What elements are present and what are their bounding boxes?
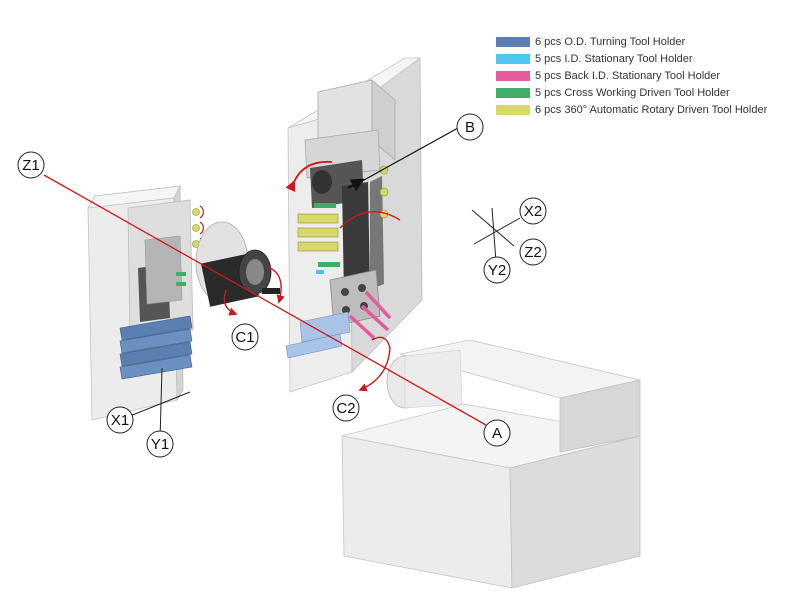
svg-text:Y1: Y1 [151, 436, 169, 453]
label-a: A [483, 419, 511, 447]
legend-swatch [496, 104, 530, 115]
svg-text:Z2: Z2 [524, 244, 542, 261]
id-stationary-holders [285, 270, 351, 359]
label-x1: X1 [106, 406, 134, 434]
rotation-arrows [223, 265, 391, 392]
legend-swatch [496, 36, 530, 47]
legend-item-od-turning: 6 pcs O.D. Turning Tool Holder [496, 33, 796, 50]
legend-swatch [496, 53, 530, 64]
label-b: B [456, 113, 484, 141]
label-c2: C2 [332, 394, 360, 422]
svg-text:X1: X1 [111, 412, 129, 429]
legend-item-rotary-driven: 6 pcs 360° Automatic Rotary Driven Tool … [496, 101, 796, 118]
x2-z2-y2-axes [471, 207, 521, 263]
legend-label: 6 pcs 360° Automatic Rotary Driven Tool … [535, 103, 768, 116]
legend-label: 6 pcs O.D. Turning Tool Holder [535, 35, 686, 48]
svg-text:C2: C2 [336, 400, 355, 417]
label-y2: Y2 [483, 256, 511, 284]
legend-label: 5 pcs Cross Working Driven Tool Holder [535, 86, 730, 99]
label-x2: X2 [519, 197, 547, 225]
legend-swatch [496, 87, 530, 98]
svg-text:Z1: Z1 [22, 157, 40, 174]
legend-label: 5 pcs Back I.D. Stationary Tool Holder [535, 69, 721, 82]
svg-text:X2: X2 [524, 203, 542, 220]
svg-text:C1: C1 [235, 329, 254, 346]
cross-working-holders [314, 203, 340, 267]
svg-text:Y2: Y2 [488, 262, 506, 279]
label-c1: C1 [231, 323, 259, 351]
legend-label: 5 pcs I.D. Stationary Tool Holder [535, 52, 693, 65]
legend: 6 pcs O.D. Turning Tool Holder 5 pcs I.D… [496, 33, 796, 118]
legend-item-back-id-stationary: 5 pcs Back I.D. Stationary Tool Holder [496, 67, 796, 84]
legend-swatch [496, 70, 530, 81]
main-spindle-unit [87, 185, 280, 441]
svg-text:B: B [465, 119, 475, 136]
sub-spindle-unit [341, 339, 641, 589]
turret-column [285, 57, 459, 393]
back-id-holders [348, 290, 392, 340]
od-turning-holders [119, 315, 193, 380]
label-y1: Y1 [146, 430, 174, 458]
svg-text:A: A [492, 425, 502, 442]
legend-item-cross-working: 5 pcs Cross Working Driven Tool Holder [496, 84, 796, 101]
z1-axis-line [43, 174, 487, 426]
label-z2: Z2 [519, 238, 547, 266]
main-spindle [195, 221, 280, 307]
label-z1: Z1 [17, 151, 45, 179]
legend-item-id-stationary: 5 pcs I.D. Stationary Tool Holder [496, 50, 796, 67]
